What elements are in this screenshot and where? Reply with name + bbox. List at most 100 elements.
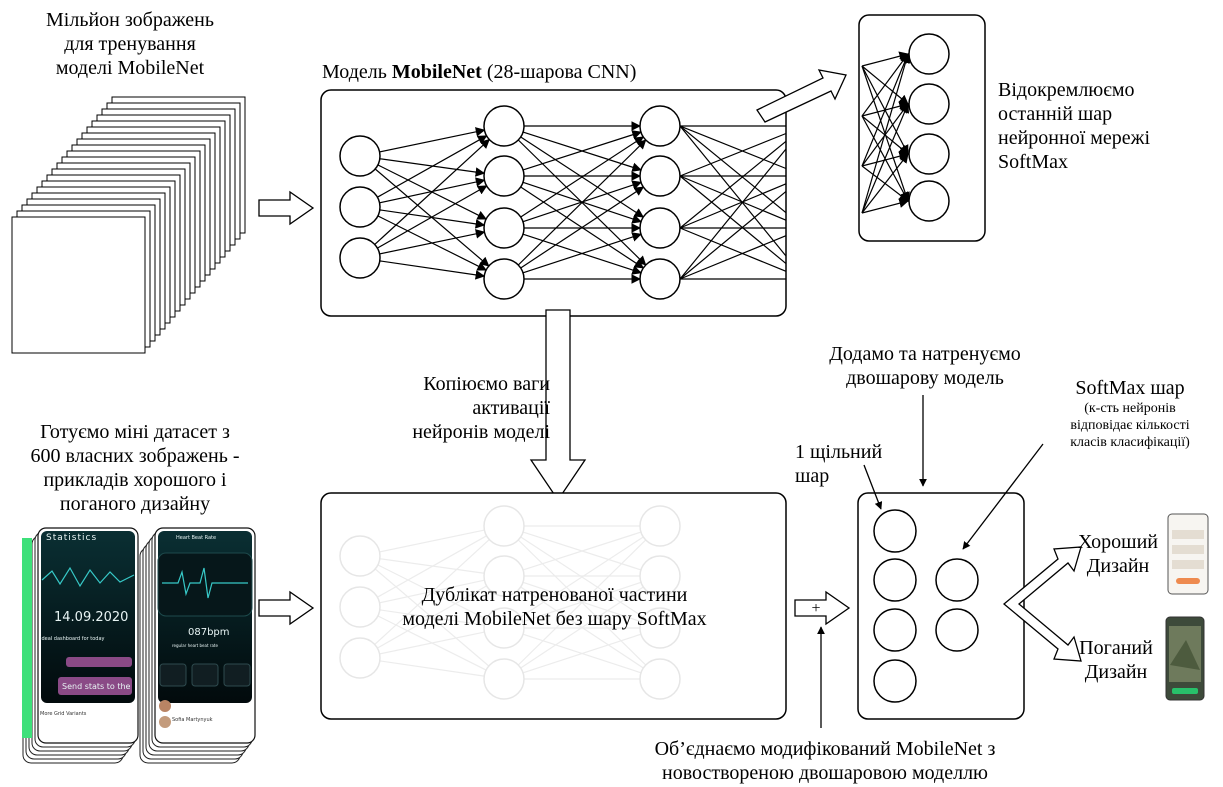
training-label: Мільйон зображень для тренування моделі … xyxy=(46,9,214,79)
hollow-arrow-icon xyxy=(258,590,315,626)
neuron xyxy=(639,258,681,300)
neuron xyxy=(483,258,525,300)
heart-action-tile xyxy=(191,663,219,687)
heart-action-tile xyxy=(159,663,187,687)
neuron xyxy=(639,505,681,547)
neuron xyxy=(339,637,381,679)
analyze-button xyxy=(66,657,132,667)
connection-arrow xyxy=(379,660,485,677)
phone-stats-title: Statistics xyxy=(46,533,98,543)
neuron xyxy=(908,83,950,125)
copy-weights-label: Копіюємо ваги активації нейронів моделі xyxy=(412,373,550,443)
heart-action-tile xyxy=(223,663,251,687)
bad-design-label: Поганий Дизайн xyxy=(1079,637,1153,683)
good-design-thumbnail xyxy=(1167,513,1209,595)
neuron xyxy=(483,658,525,700)
connection-line xyxy=(679,125,787,214)
connection-arrow xyxy=(861,153,909,214)
softmax-layer-network xyxy=(861,33,950,222)
mobilenet-box xyxy=(320,89,787,317)
hollow-down-arrow-icon xyxy=(529,309,587,502)
connection-arrow xyxy=(374,138,490,245)
neuron xyxy=(483,207,525,249)
connection-arrow xyxy=(522,130,642,171)
connection-line xyxy=(679,148,787,280)
duplicate-network-faded xyxy=(339,505,681,700)
image-sheet xyxy=(11,216,146,354)
connection-arrow xyxy=(377,185,488,249)
phone-green-edge xyxy=(22,538,32,738)
phone-stats-footer: More Grid Variants xyxy=(40,711,87,717)
add-train-label: Додамо та натренуємо двошарову модель xyxy=(829,343,1021,389)
connection-arrow xyxy=(522,531,642,571)
mobilenet-title: Модель MobileNet (28-шарова CNN) xyxy=(322,61,637,83)
pointer-arrow-dense xyxy=(863,464,883,510)
connection-line xyxy=(679,175,787,221)
neuron xyxy=(639,658,681,700)
neuron xyxy=(639,105,681,147)
connection-line xyxy=(679,125,787,170)
phone-heart-title: Heart Beat Rate xyxy=(176,535,217,541)
connection-arrow xyxy=(377,535,487,598)
neuron xyxy=(483,607,525,649)
hollow-diagonal-arrow-icon xyxy=(756,69,847,123)
good-design-label: Хороший Дизайн xyxy=(1078,531,1158,577)
combine-label: Об’єднаємо модифікований MobileNet з нов… xyxy=(654,738,996,784)
dense-neuron xyxy=(873,608,917,652)
connection-arrow xyxy=(517,539,647,666)
neuron xyxy=(639,555,681,597)
neuron xyxy=(339,535,381,577)
extract-label: Відокремлюємо останній шар нейронної мер… xyxy=(998,79,1151,173)
heart-panel xyxy=(157,552,253,617)
training-images-stack xyxy=(11,96,246,354)
plus-arrow-icon xyxy=(794,590,851,626)
bad-design-thumbnail xyxy=(1165,616,1205,701)
neuron xyxy=(339,237,381,279)
send-stats-button xyxy=(58,677,132,695)
neuron xyxy=(639,155,681,197)
phone-stats-send: Send stats to the xyxy=(62,682,131,691)
connection-arrow xyxy=(379,229,486,255)
connection-line xyxy=(679,190,787,280)
neuron xyxy=(483,555,525,597)
connection-line xyxy=(679,183,787,229)
neuron xyxy=(908,133,950,175)
phone-heart-bpm: 087bpm xyxy=(188,627,230,638)
dense-layer-label: 1 щільний шар xyxy=(795,441,883,487)
neuron xyxy=(639,607,681,649)
phone-stats-date: 14.09.2020 xyxy=(54,610,129,625)
phone-stats-sub: Ideal dashboard for today xyxy=(40,636,105,642)
connection-arrow xyxy=(520,586,644,669)
neuron xyxy=(339,186,381,228)
connection-arrow xyxy=(861,53,909,117)
connection-arrow xyxy=(377,135,488,198)
connection-line xyxy=(679,140,787,229)
softmax-extract-box xyxy=(858,14,986,242)
neuron xyxy=(639,207,681,249)
split-arrow-icon xyxy=(1002,546,1082,662)
phone-heart-sub: regular heart beat rate xyxy=(172,643,218,648)
neuron xyxy=(483,505,525,547)
softmax-neuron xyxy=(935,558,979,602)
connection-arrow xyxy=(520,136,645,218)
neuron xyxy=(483,155,525,197)
mini-dataset-phones xyxy=(22,527,256,764)
neuron xyxy=(339,586,381,628)
heart-wave-line xyxy=(162,567,248,599)
hollow-arrow-icon xyxy=(258,190,315,226)
neuron xyxy=(908,180,950,222)
connection-arrow xyxy=(861,53,910,167)
connection-arrow xyxy=(520,536,644,618)
connection-line xyxy=(679,125,787,257)
connection-arrow xyxy=(379,127,486,153)
softmax-neuron xyxy=(935,608,979,652)
connection-arrow xyxy=(379,631,485,655)
connection-line xyxy=(679,235,787,280)
connection-line xyxy=(679,175,787,265)
connection-arrow xyxy=(374,539,490,645)
neuron xyxy=(908,33,950,75)
two-layer-model-neurons xyxy=(873,509,979,703)
connection-arrow xyxy=(520,186,645,269)
